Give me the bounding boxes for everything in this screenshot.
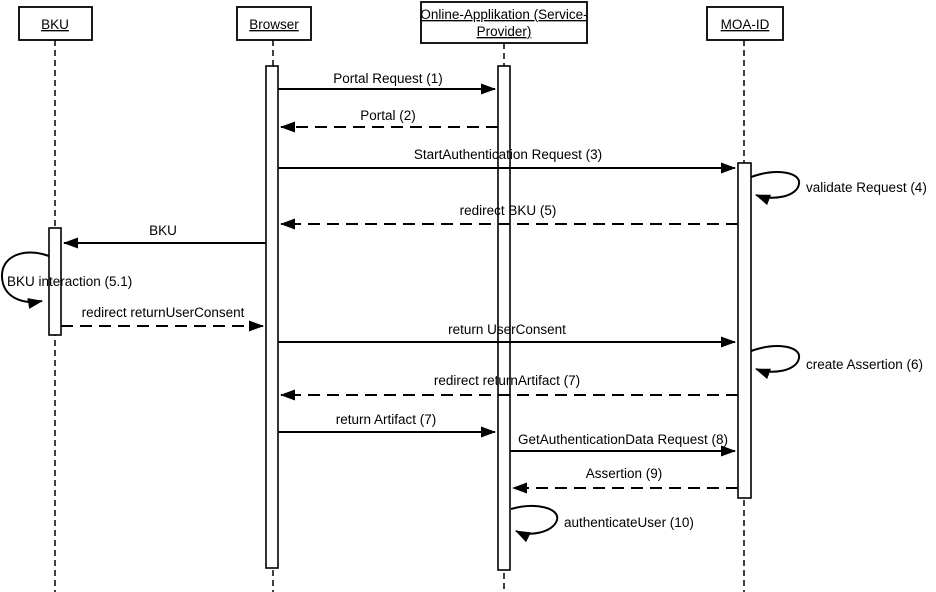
label-portal-response: Portal (2) xyxy=(360,108,416,123)
label-start-authentication-request: StartAuthentication Request (3) xyxy=(414,147,602,162)
label-get-authentication-data-request: GetAuthenticationData Request (8) xyxy=(518,432,728,447)
label-redirect-return-artifact: redirect returnArtifact (7) xyxy=(434,373,580,388)
label-bku-interaction: BKU interaction (5.1) xyxy=(7,274,132,289)
message-labels: Portal Request (1) Portal (2) StartAuthe… xyxy=(7,71,927,530)
label-redirect-bku: redirect BKU (5) xyxy=(460,203,557,218)
label-assertion: Assertion (9) xyxy=(586,466,663,481)
actor-box-bku xyxy=(18,6,93,41)
label-portal-request: Portal Request (1) xyxy=(333,71,443,86)
label-validate-request: validate Request (4) xyxy=(806,180,927,195)
label-authenticate-user: authenticateUser (10) xyxy=(564,515,694,530)
actor-box-online-app xyxy=(420,1,588,44)
actor-box-moa-id xyxy=(706,6,784,41)
label-bku: BKU xyxy=(149,223,177,238)
activation-bar-browser xyxy=(265,65,279,569)
actor-label-online-app-line1: Online-Applikation (Service- xyxy=(420,7,587,22)
arrow-authenticate-user-self-loop xyxy=(510,505,559,543)
arrow-create-assertion-self-loop xyxy=(750,345,801,380)
message-arrows xyxy=(0,83,801,543)
activation-bar-online-app xyxy=(497,65,511,571)
actor-box-browser xyxy=(236,6,312,41)
actor-boxes: BKU Browser Online-Applikation (Service-… xyxy=(18,1,784,44)
activation-bar-moa-id xyxy=(737,162,752,499)
activation-bar-bku xyxy=(48,227,62,336)
actor-label-moa-id: MOA-ID xyxy=(721,17,770,32)
arrow-validate-request-self-loop xyxy=(750,171,801,206)
activation-bars xyxy=(48,65,752,571)
arrow-bku-interaction-self-loop xyxy=(0,251,50,309)
actor-label-online-app-line2: Provider) xyxy=(477,24,532,39)
label-create-assertion: create Assertion (6) xyxy=(806,357,923,372)
actor-label-browser: Browser xyxy=(249,17,299,32)
label-return-user-consent: return UserConsent xyxy=(448,322,566,337)
label-redirect-return-user-consent: redirect returnUserConsent xyxy=(82,305,245,320)
label-return-artifact: return Artifact (7) xyxy=(336,412,437,427)
actor-label-bku: BKU xyxy=(41,17,69,32)
